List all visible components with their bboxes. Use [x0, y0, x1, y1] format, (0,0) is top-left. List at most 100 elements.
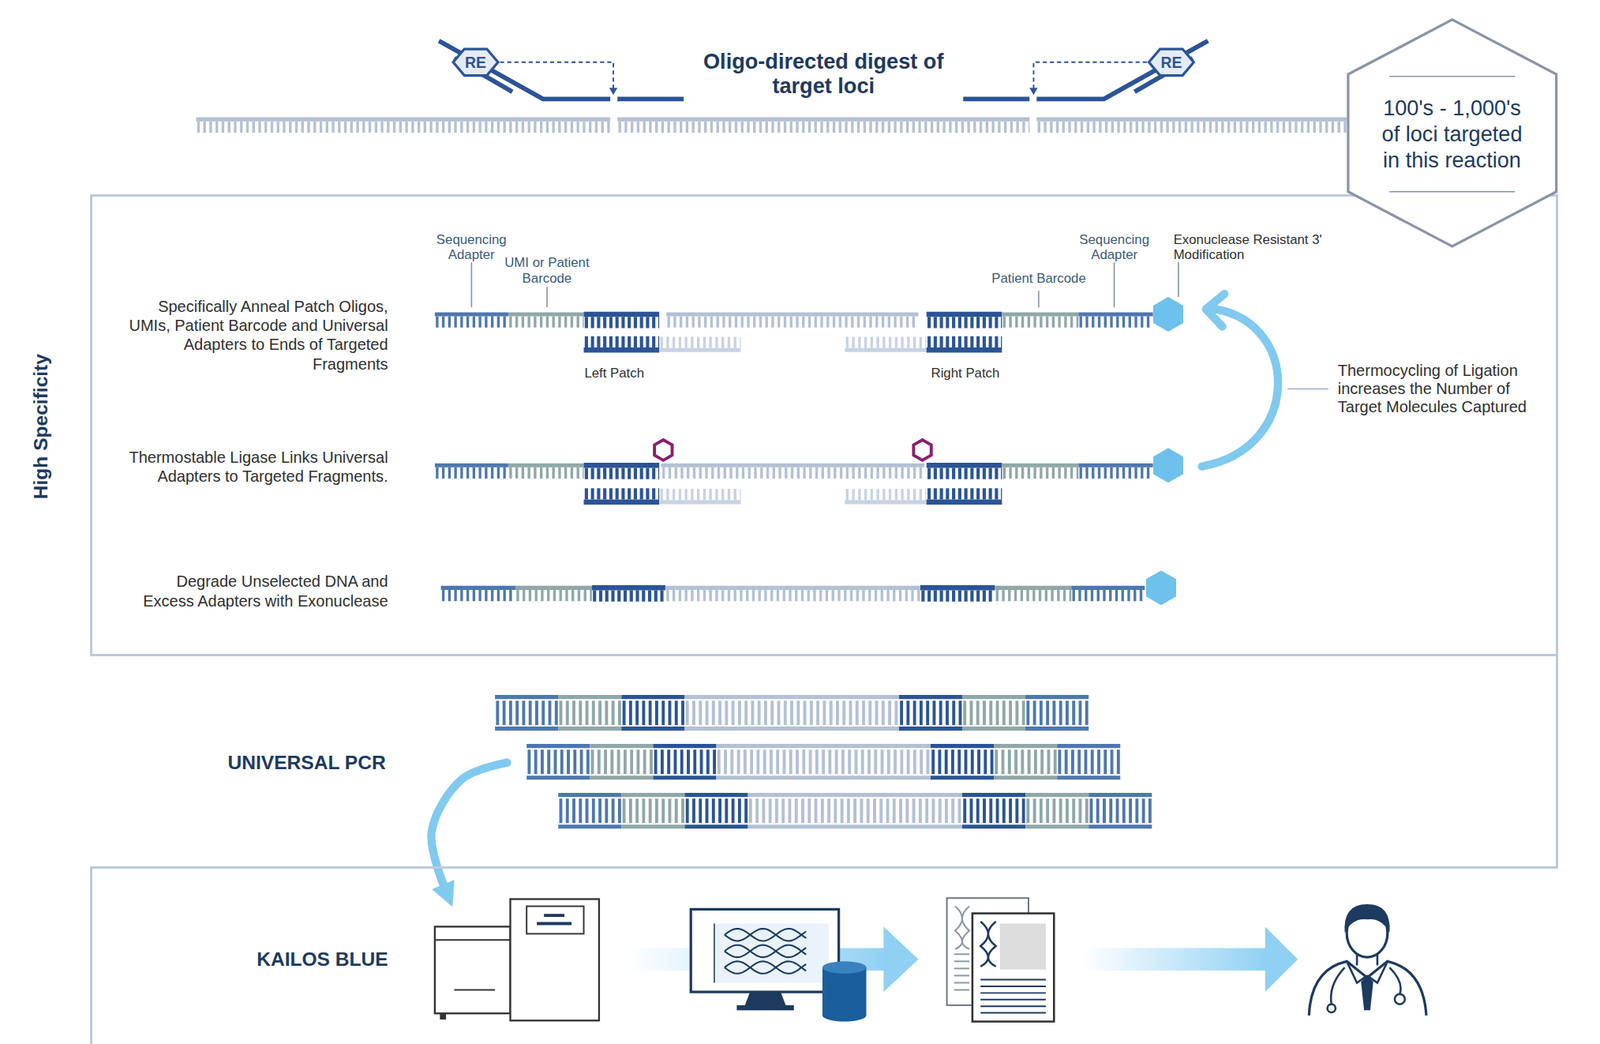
doctor-hair — [1344, 903, 1390, 933]
strand-bases — [592, 590, 666, 602]
sequencer-body — [434, 925, 511, 1013]
exonuclease-resistant-cap — [1146, 569, 1177, 605]
strand-bases — [996, 589, 1072, 601]
strand-bases — [591, 749, 654, 774]
strand-backbone — [652, 775, 716, 780]
strand-backbone — [926, 347, 1003, 353]
strand-bases — [749, 798, 963, 823]
strand-bases — [1003, 467, 1080, 479]
dna-helix — [724, 960, 806, 973]
strand-bases — [899, 700, 963, 725]
strand-bases — [495, 700, 559, 725]
summary-hexagon: 100's - 1,000's of loci targeted in this… — [1346, 18, 1559, 248]
sequencer-line — [453, 989, 495, 991]
leader-lines — [471, 262, 1329, 389]
strand-backbone — [584, 347, 660, 353]
strand-bases — [197, 121, 611, 133]
sequencer-body — [509, 898, 599, 1020]
part-label: Sequencing Adapter — [1076, 232, 1153, 263]
pcr-amplicon — [526, 745, 1121, 778]
strand-backbone — [930, 743, 994, 748]
part-label: RE — [464, 53, 487, 72]
strand-bases — [1037, 121, 1348, 133]
part-label: RE — [1161, 53, 1183, 72]
cut-pointer — [500, 62, 614, 90]
strand-backbone — [621, 726, 685, 731]
strand-backbone — [1025, 694, 1089, 699]
part-label: Left Patch — [584, 365, 645, 381]
strand-bases — [927, 468, 1002, 480]
strand-backbone — [926, 499, 1003, 505]
flow-connector — [430, 762, 507, 892]
strand-bases — [662, 467, 925, 479]
report-line — [980, 985, 1046, 987]
report-line — [954, 966, 970, 969]
strand-bases — [921, 590, 995, 602]
dna-helix — [724, 960, 806, 973]
strand-backbone — [844, 499, 926, 504]
strand-bases — [435, 316, 509, 328]
strand-bases — [527, 749, 590, 774]
sequencer-foot — [439, 1012, 446, 1020]
strand-backbone — [659, 499, 741, 504]
strand-backbone — [584, 499, 660, 505]
strand-backbone — [508, 463, 585, 468]
guide-oligo — [438, 41, 611, 100]
strand-backbone — [1025, 792, 1089, 797]
node-text: KAILOS BLUE — [127, 947, 389, 971]
leader-line — [1177, 262, 1180, 297]
strand-bases — [584, 468, 660, 480]
cycle-arrowhead — [1206, 293, 1225, 326]
strand-bases — [584, 316, 660, 328]
strand-bases — [509, 467, 584, 479]
strand-bases — [559, 700, 623, 725]
stethoscope — [1330, 966, 1401, 1005]
left-oligo — [438, 41, 684, 100]
right-oligo — [962, 41, 1208, 100]
strand-backbone — [930, 775, 994, 780]
hexagon-rule — [1390, 191, 1516, 193]
report-line — [954, 974, 970, 976]
strand-bases — [994, 749, 1057, 774]
database-top — [822, 960, 867, 974]
strand-backbone — [434, 463, 509, 468]
part-label: Patient Barcode — [991, 270, 1087, 286]
report-line — [980, 1011, 1046, 1014]
strand-bases — [654, 749, 717, 774]
strand-backbone — [1025, 824, 1089, 829]
strand-backbone — [558, 824, 622, 829]
diagram-title: Oligo-directed digest of target loci — [687, 49, 960, 98]
strand-bases — [618, 121, 1030, 133]
process-panel: Specifically Anneal Patch Oligos, UMIs, … — [89, 194, 1559, 657]
strand-bases — [659, 488, 741, 500]
dna-helix — [724, 928, 806, 941]
node-text: Specifically Anneal Patch Oligos, UMIs, … — [127, 296, 389, 375]
strand-backbone — [748, 824, 963, 829]
report-line — [980, 1004, 1046, 1007]
strand-backbone — [652, 743, 716, 748]
flow-arrowhead — [883, 925, 919, 992]
strand-backbone — [962, 824, 1026, 829]
dna-helix — [724, 944, 806, 957]
strand-backbone — [899, 694, 963, 699]
strand-backbone — [661, 463, 925, 468]
strand-backbone — [659, 348, 741, 353]
strand-backbone — [962, 694, 1026, 699]
digest-strand — [195, 119, 1347, 128]
pcr-amplicon — [558, 794, 1152, 827]
strand-backbone — [1056, 743, 1121, 748]
part-label: Sequencing Adapter — [433, 232, 510, 263]
strand-backbone — [1088, 792, 1152, 797]
strand-backbone — [526, 775, 590, 780]
strand-backbone — [558, 792, 622, 797]
strand-backbone — [1001, 463, 1079, 468]
part-label: Exonuclease Resistant 3' Modification — [1173, 232, 1327, 263]
report-line — [980, 998, 1046, 1001]
strand-backbone — [993, 775, 1057, 780]
strand-backbone — [584, 311, 660, 317]
ligation-mark — [654, 439, 672, 461]
cut-pointer — [1033, 62, 1147, 90]
node-text: Degrade Unselected DNA and Excess Adapte… — [127, 571, 389, 611]
strand-backbone — [1001, 311, 1079, 316]
strand-backbone — [920, 584, 995, 590]
